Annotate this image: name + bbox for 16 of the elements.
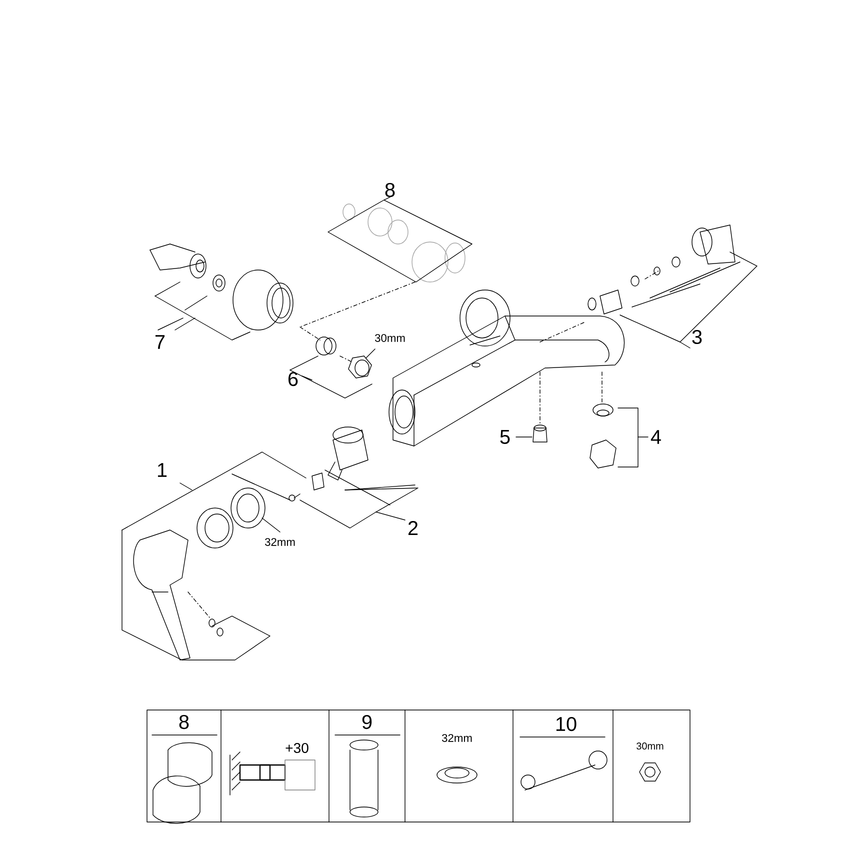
callout-number: 8 bbox=[385, 182, 395, 198]
callout-number: 8 bbox=[179, 714, 189, 730]
callout-number: 3 bbox=[692, 330, 702, 344]
callout-number: 9 bbox=[362, 714, 372, 730]
dimension-label: +30 bbox=[286, 743, 308, 753]
callout-number: 5 bbox=[500, 430, 510, 444]
callout-number: 10 bbox=[556, 716, 576, 732]
callout-number: 2 bbox=[408, 521, 418, 535]
callout-number: 1 bbox=[158, 463, 167, 477]
dimension-label: 30mm bbox=[374, 334, 405, 342]
callout-number: 6 bbox=[288, 372, 298, 386]
callout-number: 4 bbox=[650, 430, 661, 444]
callout-number: 7 bbox=[156, 335, 165, 349]
dimension-label: 32mm bbox=[264, 538, 295, 546]
dimension-label: 30mm bbox=[636, 742, 664, 750]
dimension-label: 32mm bbox=[442, 734, 472, 742]
